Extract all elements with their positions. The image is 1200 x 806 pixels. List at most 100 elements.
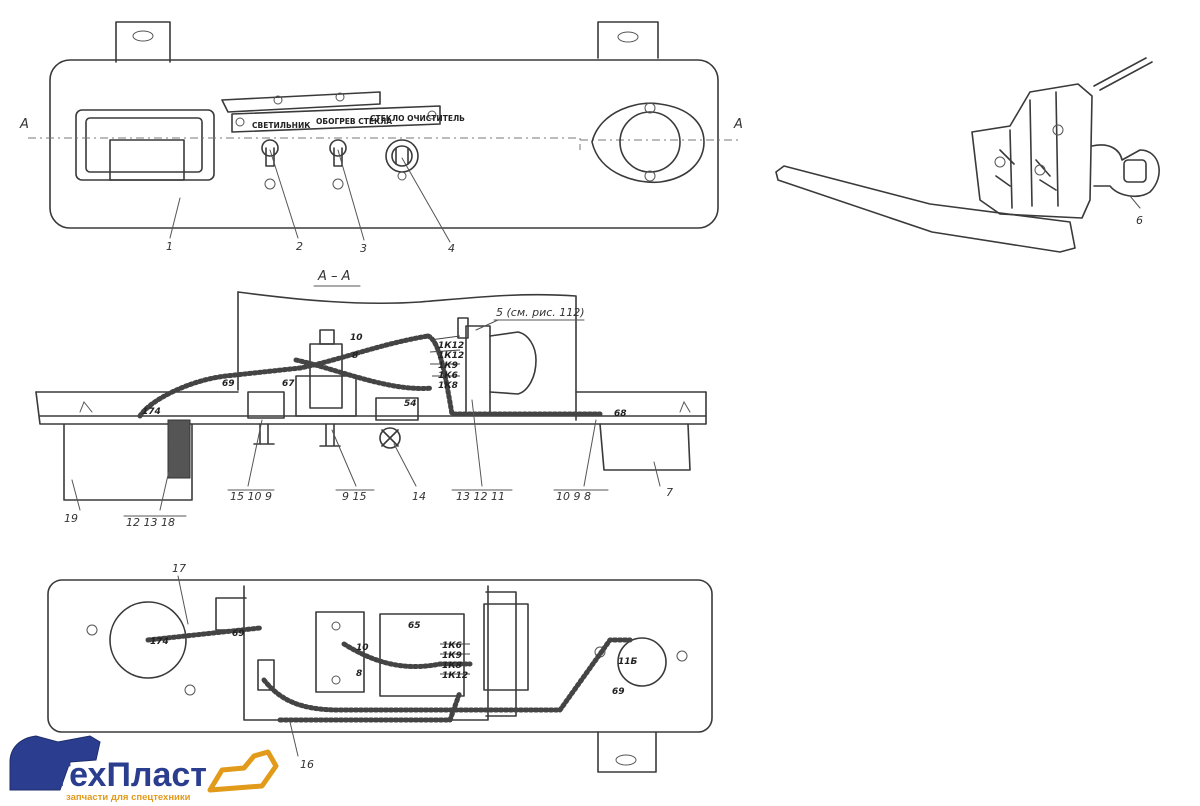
callout-2: 2 [296,240,303,253]
mounting-hole [615,754,637,766]
screw [676,650,688,662]
leader-line [247,419,263,487]
back-plate [237,291,577,421]
plate-label-wiper: СТЕКЛО ОЧИСТИТЕЛЬ [370,114,465,123]
callout-group: 9 15 [342,490,367,503]
rotary-switch-wiper[interactable] [385,139,419,181]
connector-plug [1091,144,1160,198]
screw [331,675,341,685]
mounting-tab-bottom [597,731,657,773]
leader-line [583,419,597,487]
terminal-block [257,659,275,691]
bracket-arm [775,165,1076,253]
callout-19: 19 [64,512,78,525]
callout-group: 13 12 11 [456,490,505,503]
switch-body [295,375,357,417]
panel-outline [49,59,719,229]
terminal [994,156,1006,168]
leader-line [401,157,451,243]
bottom-view: 174 69 65 1К6 1К9 1К8 1К12 10 8 11Б 69 1… [47,562,713,773]
callout-group: 12 13 18 [126,516,175,529]
wire-tag: 10 [356,643,369,653]
screw [331,621,341,631]
mounting-hole [617,31,639,43]
leader-line [269,149,299,239]
connector-flange [591,102,705,184]
wire-tag: 65 [408,621,421,631]
toggle-switch-lamp[interactable] [261,139,279,190]
wire-leads [429,335,461,377]
leader-line [653,461,661,487]
lamp-bulb [109,139,185,181]
callout-7: 7 [666,486,673,499]
plate-frame [221,91,381,113]
section-view: А – А [35,269,707,529]
lamp-housing [75,109,215,181]
callout-14: 14 [412,490,426,503]
wire-tag: 69 [232,629,245,639]
screw [86,624,98,636]
lamp-19 [63,423,193,501]
lamp-disk [109,601,187,679]
wire-tag: 1К8 [438,381,458,391]
wire-tag: 69 [222,379,235,389]
connector-body-5 [457,317,537,415]
screw [184,684,196,696]
lamp-lens [85,117,203,173]
wire-tag: 1К6 [442,641,462,651]
plate-screw [427,110,437,120]
plate-screw [335,92,345,102]
callout-17: 17 [172,562,186,575]
toggle-switch-heater[interactable] [329,139,347,190]
wire-tag: 1К12 [442,671,468,681]
housing-lip [485,591,517,717]
label-plate [231,105,441,133]
relay-block [315,611,365,693]
wire-tag: 11Б [618,657,638,667]
mounting-tab-left [115,21,171,63]
top-view: A A СВЕТИЛЬНИК ОБОГРЕВ СТЕКЛА СТЕКЛО ОЧИ… [19,21,743,255]
wire-leads [440,643,470,675]
connector-body [483,603,529,691]
housing-lip [215,597,247,631]
antenna-rod [1099,61,1153,91]
screw [253,423,275,445]
wire-harness [341,641,473,669]
callout-underlines [123,489,609,517]
wire-tag: 8 [356,669,362,679]
wire-harness [293,357,435,391]
callout-group: 15 10 9 [230,490,272,503]
wire-tag: 68 [614,409,627,419]
logo-name: ТехПласт [50,756,207,794]
leader-line [71,479,81,511]
assembly-ribs [1009,91,1059,209]
base-plate [35,391,707,425]
wire-tag: 8 [352,351,358,361]
wire-harness-16 [277,689,463,723]
relay-terminal [319,329,335,345]
plug-face [1123,159,1147,183]
bolt-heads [79,400,691,413]
lamp-bracket [167,419,191,479]
side-view: 6 [775,57,1160,253]
section-line [28,137,581,150]
rotary-knob-14 [379,427,401,449]
wire-tag: 1К12 [438,341,464,351]
plate-screw [235,117,245,127]
wire-harness [425,333,603,417]
wire-tag: 69 [612,687,625,697]
leader-line [393,443,417,487]
wire-harness-16 [261,637,633,713]
wire-tag: 1К9 [442,651,462,661]
leader-line [331,429,357,487]
section-marker-right: A [733,117,743,132]
mounting-tab-right [597,21,659,59]
wire-tag: 1К8 [442,661,462,671]
leader-line [337,149,365,241]
wire-tag: 54 [404,399,417,409]
leader-line [289,721,299,757]
plate-label-heater: ОБОГРЕВ СТЕКЛА [316,117,392,126]
wire-tag: 174 [150,637,169,647]
callout-6: 6 [1136,214,1143,227]
